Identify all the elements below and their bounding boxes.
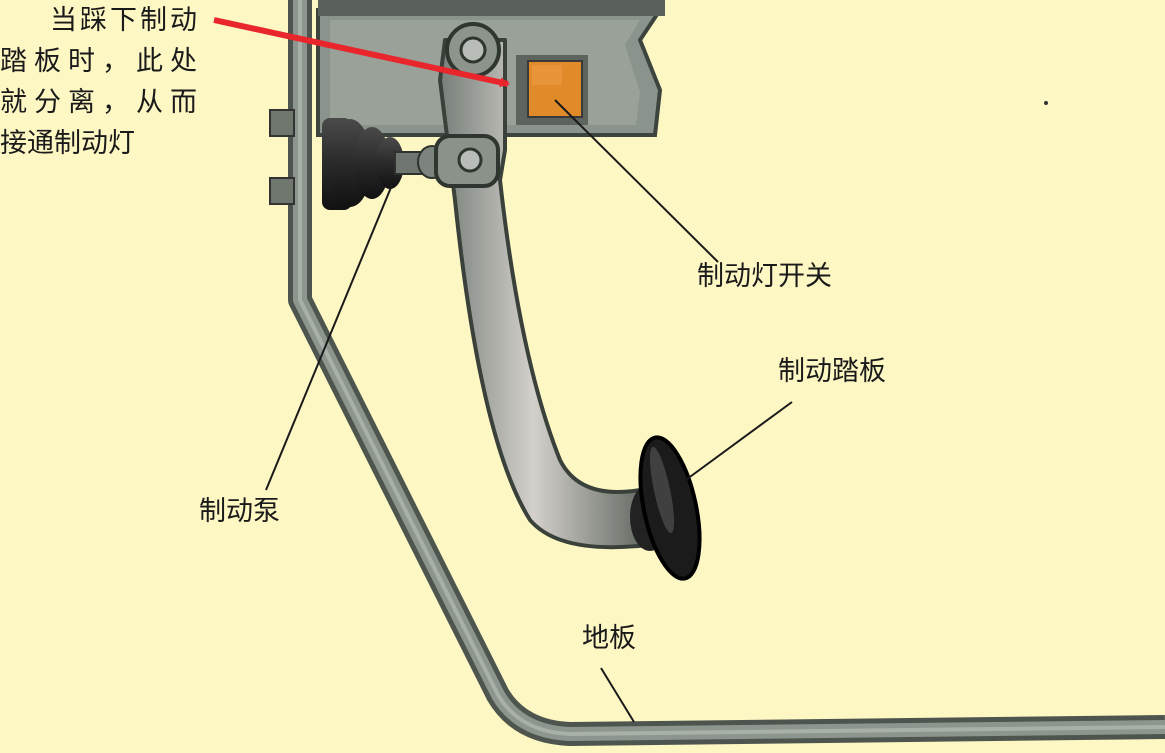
- label-brake-pedal: 制动踏板: [778, 356, 886, 387]
- leader-lines: [265, 99, 793, 723]
- brake-light-switch: [516, 55, 588, 125]
- switch-leader: [554, 99, 719, 263]
- note-line-2: 踏板时，此处: [0, 46, 204, 77]
- floor-panel: [288, 0, 1165, 746]
- label-brake-light-switch: 制动灯开关: [697, 261, 832, 292]
- label-floor: 地板: [582, 623, 636, 654]
- note-line-4: 接通制动灯: [0, 128, 135, 159]
- explanation-note: 当踩下制动 踏板时，此处 就分离，从而 接通制动灯: [0, 0, 204, 164]
- pedal-pad: [630, 435, 702, 581]
- pump-leader: [265, 184, 393, 491]
- pedal-leader: [682, 401, 793, 483]
- speck: [1044, 101, 1048, 105]
- floor-leader: [600, 667, 635, 723]
- label-brake-pump: 制动泵: [199, 496, 280, 527]
- note-line-1: 当踩下制动: [50, 5, 200, 36]
- red-pointer-arrow: [213, 17, 510, 88]
- note-line-3: 就分离，从而: [0, 87, 204, 118]
- pedal-arm: [434, 22, 650, 550]
